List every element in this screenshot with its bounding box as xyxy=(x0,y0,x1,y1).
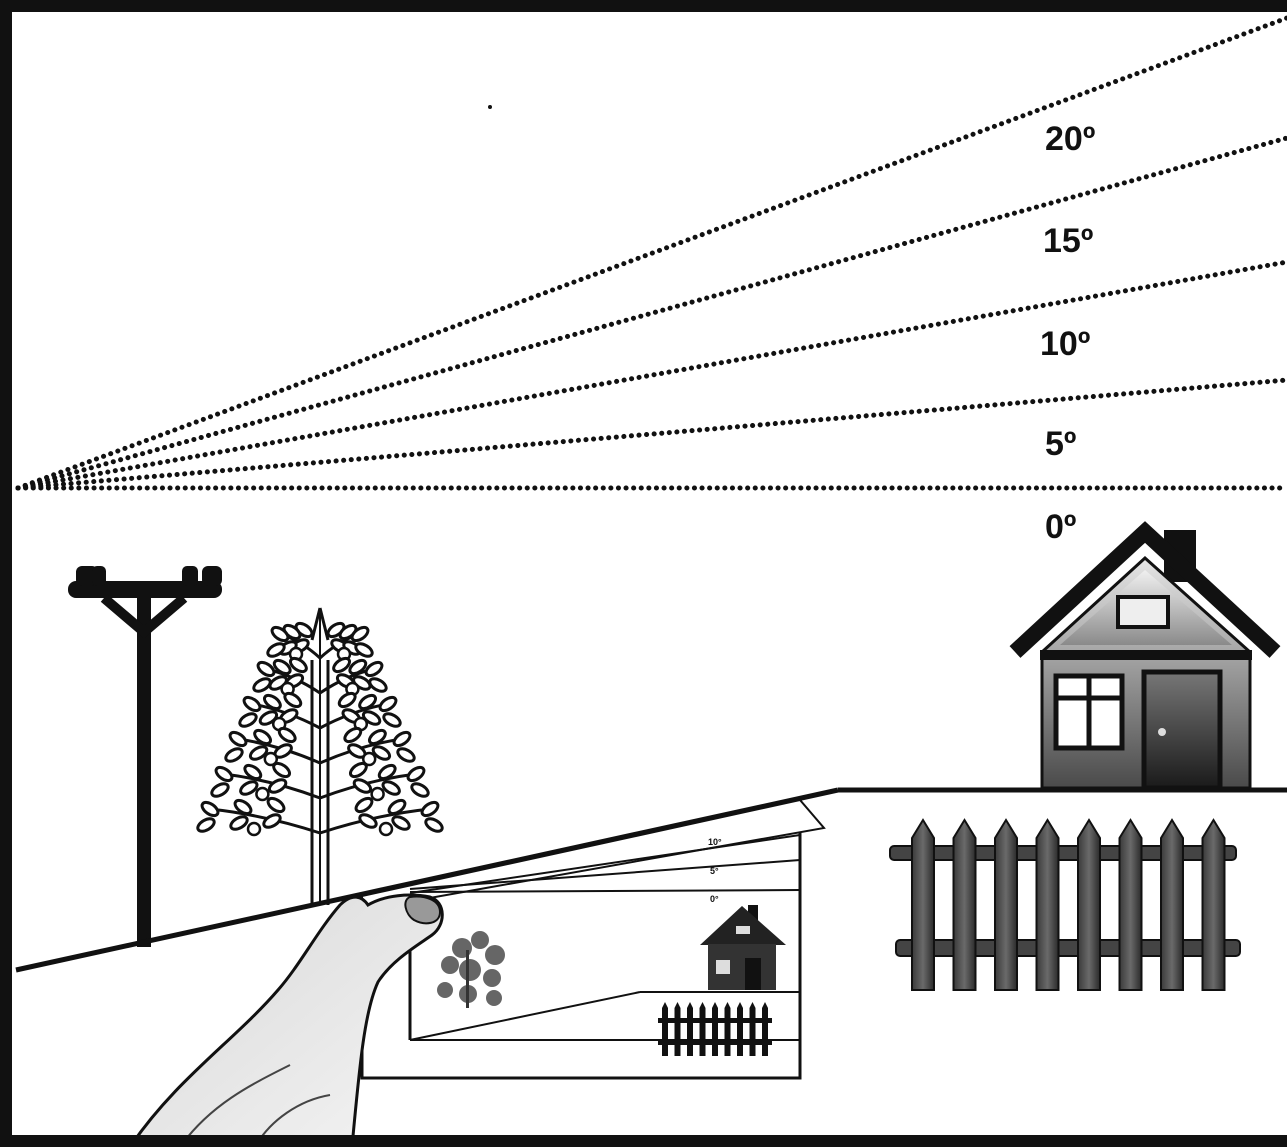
tree-icon xyxy=(196,608,445,905)
angle-line-10 xyxy=(18,262,1287,488)
utility-pole-icon xyxy=(68,566,222,947)
stray-dot xyxy=(488,105,492,109)
mini-fence-icon xyxy=(658,1002,772,1056)
house-icon xyxy=(1015,530,1275,788)
angle-label-15: 15º xyxy=(1043,222,1093,260)
inset-label-10: 10° xyxy=(708,837,722,847)
angle-label-20: 20º xyxy=(1045,120,1095,158)
angle-label-0: 0º xyxy=(1045,508,1076,546)
inset-label-0: 0° xyxy=(710,894,719,904)
angle-label-5: 5º xyxy=(1045,425,1076,463)
inset-label-5: 5° xyxy=(710,866,719,876)
angle-label-10: 10º xyxy=(1040,325,1090,363)
angle-labels: 0º 5º 10º 15º 20º xyxy=(1040,120,1095,546)
angle-line-20 xyxy=(18,18,1287,488)
angle-lines xyxy=(18,18,1287,488)
fence-icon xyxy=(890,820,1240,990)
